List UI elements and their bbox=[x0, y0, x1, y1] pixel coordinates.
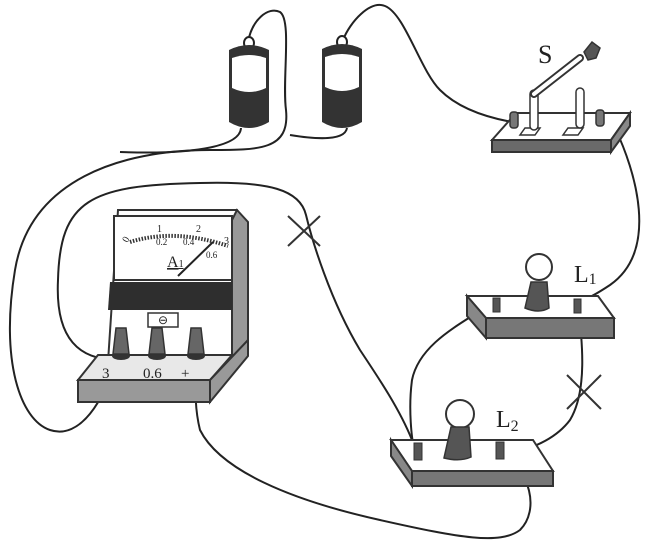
L2-terminal-right[interactable] bbox=[495, 441, 505, 460]
wire-battery-right-bottom bbox=[289, 127, 348, 140]
bulb-L1[interactable]: L1 bbox=[464, 253, 616, 341]
terminal-0-6[interactable] bbox=[148, 327, 166, 360]
switch-terminal-right[interactable] bbox=[595, 109, 605, 127]
L2-terminal-left[interactable] bbox=[413, 442, 423, 461]
battery-left bbox=[229, 36, 269, 128]
switch-handle bbox=[583, 40, 601, 61]
ammeter-scale-arc bbox=[129, 233, 229, 248]
scale-top-2: 2 bbox=[196, 224, 201, 235]
L2-label: L2 bbox=[496, 407, 519, 435]
ammeter-label: A1 bbox=[167, 254, 184, 271]
scale-bottom-04: 0.4 bbox=[183, 237, 195, 247]
scale-top-1: 1 bbox=[157, 224, 162, 235]
L1-terminal-left[interactable] bbox=[492, 297, 501, 313]
wire-battery-left-to-ammeter-3 bbox=[8, 9, 288, 433]
cross-mark-wire-right bbox=[566, 374, 602, 410]
scale-top-3: 3 bbox=[224, 236, 229, 247]
wire-battery-right-to-switch bbox=[342, 4, 513, 123]
zero-adjust-screw[interactable]: ⊖ bbox=[158, 313, 168, 327]
L1-terminal-right[interactable] bbox=[573, 298, 582, 314]
terminal-plus[interactable] bbox=[187, 327, 205, 360]
switch-label: S bbox=[538, 40, 552, 69]
wires bbox=[8, 4, 641, 540]
wire-L2-right-to-ammeter-plus bbox=[194, 367, 532, 540]
scale-bottom-02: 0.2 bbox=[156, 237, 167, 247]
terminal-3[interactable] bbox=[112, 327, 130, 360]
ammeter-needle bbox=[177, 241, 214, 277]
switch[interactable]: S bbox=[489, 40, 632, 156]
bulb-L2[interactable]: L2 bbox=[389, 399, 555, 490]
switch-terminal-left[interactable] bbox=[509, 111, 519, 129]
cross-mark-wire-left bbox=[287, 215, 321, 247]
scale-top-0: 0 bbox=[120, 235, 132, 245]
battery-right bbox=[322, 35, 362, 128]
wire-between-batteries bbox=[119, 127, 242, 154]
ammeter[interactable]: ⊖ 0 1 2 3 0.2 0.4 0.6 A1 3 0.6 + bbox=[75, 208, 249, 405]
wire-ammeter-3-loop bbox=[56, 181, 413, 441]
terminal-label-3: 3 bbox=[102, 366, 110, 382]
L1-label: L1 bbox=[574, 262, 597, 288]
scale-bottom-06: 0.6 bbox=[206, 250, 218, 260]
terminal-label-0-6: 0.6 bbox=[143, 366, 162, 382]
terminal-label-plus: + bbox=[181, 366, 189, 382]
